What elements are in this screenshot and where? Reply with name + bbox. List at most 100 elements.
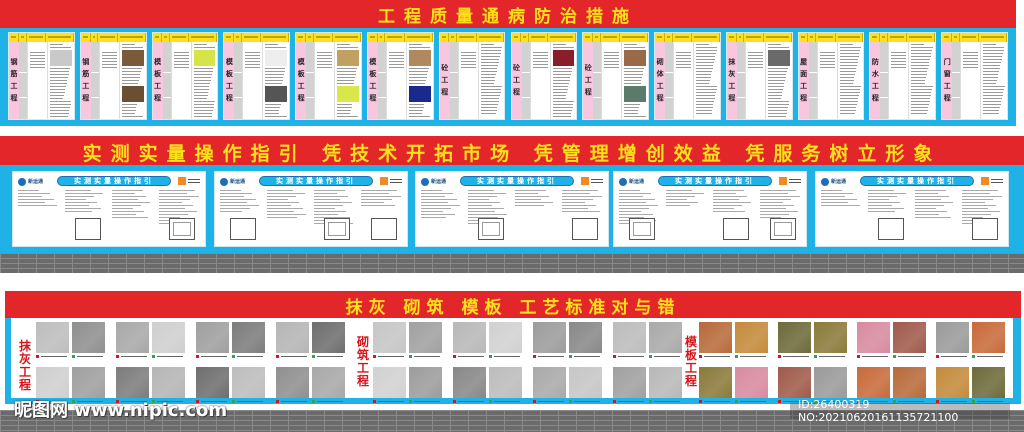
caption-right (893, 355, 926, 360)
header-cell (457, 33, 477, 42)
process-photo (409, 367, 442, 398)
orange-badge-icon (779, 176, 801, 186)
header-cell (764, 33, 792, 42)
category-char: 程 (10, 94, 18, 102)
panel-category-label: 抹灰工程 (726, 42, 737, 119)
header-cell (799, 33, 809, 42)
header-cell (405, 33, 433, 42)
panel-header-row (726, 33, 792, 42)
category-char: 工 (441, 76, 449, 84)
guide-text-column (361, 190, 402, 242)
caption-wrong (857, 400, 890, 405)
guide-text-column (713, 190, 754, 242)
guide-text-column (65, 190, 106, 242)
company-logo: 新运通 (220, 177, 248, 186)
category-char: 水 (871, 70, 879, 78)
guide-text-column (868, 190, 909, 242)
category-char: 程 (154, 94, 162, 102)
guide-text-column (468, 190, 509, 242)
panel-photo (337, 50, 359, 66)
defect-type-column (162, 42, 171, 119)
defect-type-column (234, 42, 243, 119)
category-char: 筋 (82, 70, 90, 78)
panel-category-label: 门窗工程 (942, 42, 953, 119)
measurement-diagram (169, 218, 195, 240)
defect-type-column (952, 42, 961, 119)
process-photo (649, 322, 682, 353)
process-photo (814, 322, 847, 353)
panel-photo (624, 50, 647, 66)
panel-category-label: 模板工程 (367, 42, 378, 119)
category-char: 砼 (441, 64, 449, 72)
category-char: 程 (369, 94, 377, 102)
header-cell (880, 33, 888, 42)
category-char: 砼 (513, 64, 520, 72)
header-cell (98, 33, 118, 42)
process-standards-title: 抹灰 砌筑 模板 工艺标准对与错 (345, 297, 681, 318)
process-standards-photo-area: 抹灰工程砌筑工程模板工程 (5, 318, 1021, 404)
guide-board-title-pill: 实测实量操作指引 (460, 176, 574, 186)
guide-board-content (821, 190, 1003, 242)
defect-description-column (170, 42, 191, 119)
logo-name: 新运通 (230, 179, 246, 185)
header-cell (583, 33, 593, 42)
panel-header-row (655, 33, 720, 42)
process-photo (649, 367, 682, 398)
quality-panel: 屋面工程 (797, 32, 865, 120)
process-photo (533, 367, 566, 398)
header-cell (170, 33, 190, 42)
panel-category-label: 砼工程 (583, 42, 594, 119)
prevention-measures-column (764, 42, 792, 119)
panel-photo (337, 86, 359, 102)
category-char: 板 (154, 70, 162, 78)
guide-text-column (821, 190, 862, 242)
caption-wrong (196, 355, 229, 360)
header-cell (942, 33, 952, 42)
panel-category-label: 砼工程 (439, 42, 450, 119)
panel-photo (265, 50, 288, 66)
process-photo (453, 322, 486, 353)
quality-panel: 砼工程 (438, 32, 506, 120)
category-char: 窗 (943, 70, 951, 78)
caption-right (814, 355, 847, 360)
header-cell (91, 33, 99, 42)
category-char: 程 (584, 88, 592, 96)
header-cell (593, 33, 601, 42)
panel-header-row (583, 33, 649, 42)
process-photo (569, 322, 602, 353)
prevention-measures-column (47, 42, 74, 119)
quality-panel: 钢筋工程 (79, 32, 147, 120)
header-cell (521, 33, 529, 42)
category-char: 工 (800, 82, 808, 90)
guide-board-title: 实测实量操作指引 (877, 177, 957, 185)
header-cell (816, 33, 836, 42)
caption-right (814, 400, 847, 405)
prevention-measures-column (477, 42, 505, 119)
section-label-char: 程 (357, 374, 370, 388)
caption-wrong (857, 355, 890, 360)
company-logo: 新运通 (619, 177, 647, 186)
prevention-measures-column (405, 42, 433, 119)
logo-name: 新运通 (28, 179, 44, 185)
defect-type-column (449, 42, 458, 119)
guide-board-title-pill: 实测实量操作指引 (658, 176, 772, 186)
caption-right (232, 355, 265, 360)
caption-right (152, 355, 185, 360)
process-photo (893, 322, 926, 353)
category-char: 程 (82, 94, 90, 102)
panel-photo (624, 86, 647, 102)
header-cell (234, 33, 242, 42)
measurement-diagram (770, 218, 796, 240)
guide-board: 新运通 实测实量操作指引 (214, 171, 408, 247)
process-photo (152, 322, 185, 353)
category-char: 程 (513, 88, 520, 96)
guide-board-title: 实测实量操作指引 (675, 177, 755, 185)
caption-right (649, 355, 682, 360)
header-cell (727, 33, 737, 42)
header-cell (19, 33, 27, 42)
header-cell (449, 33, 458, 42)
prevention-measures-column (908, 42, 936, 119)
guide-board-content (18, 190, 200, 242)
quality-panel: 模板工程 (151, 32, 219, 120)
quality-panel: 模板工程 (223, 32, 291, 120)
